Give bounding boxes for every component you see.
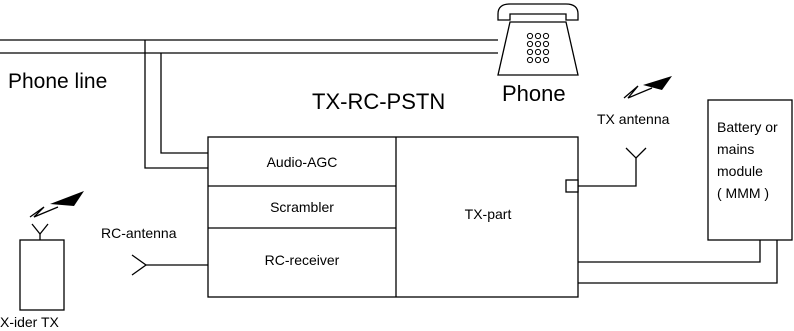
phone-label: Phone [502,81,566,106]
power-module-line-2: mains [717,141,754,157]
phone-line-label: Phone line [8,70,107,93]
x-ider-tx-label: X-ider TX [0,314,60,330]
block-rc-receiver: RC-receiver [265,252,340,268]
block-tx-part: TX-part [465,206,512,222]
telephone-icon [497,3,579,76]
power-module-line-4: ( MMM ) [717,185,769,201]
power-module-line-1: Battery or [717,119,778,135]
tx-antenna-connector [565,147,647,193]
diagram-title: TX-RC-PSTN [312,89,445,114]
tx-antenna-label: TX antenna [597,111,670,127]
rc-antenna-label: RC-antenna [101,225,177,241]
phone-line [0,39,498,169]
x-ider-tx [19,191,84,311]
block-scrambler: Scrambler [270,199,334,215]
power-module-line-3: module [717,163,763,179]
power-module [707,99,793,241]
rc-antenna-icon [131,254,208,276]
tx-signal-icon [623,76,672,99]
main-unit [207,136,579,298]
block-audio-agc: Audio-AGC [267,154,338,170]
power-wiring [578,240,778,284]
